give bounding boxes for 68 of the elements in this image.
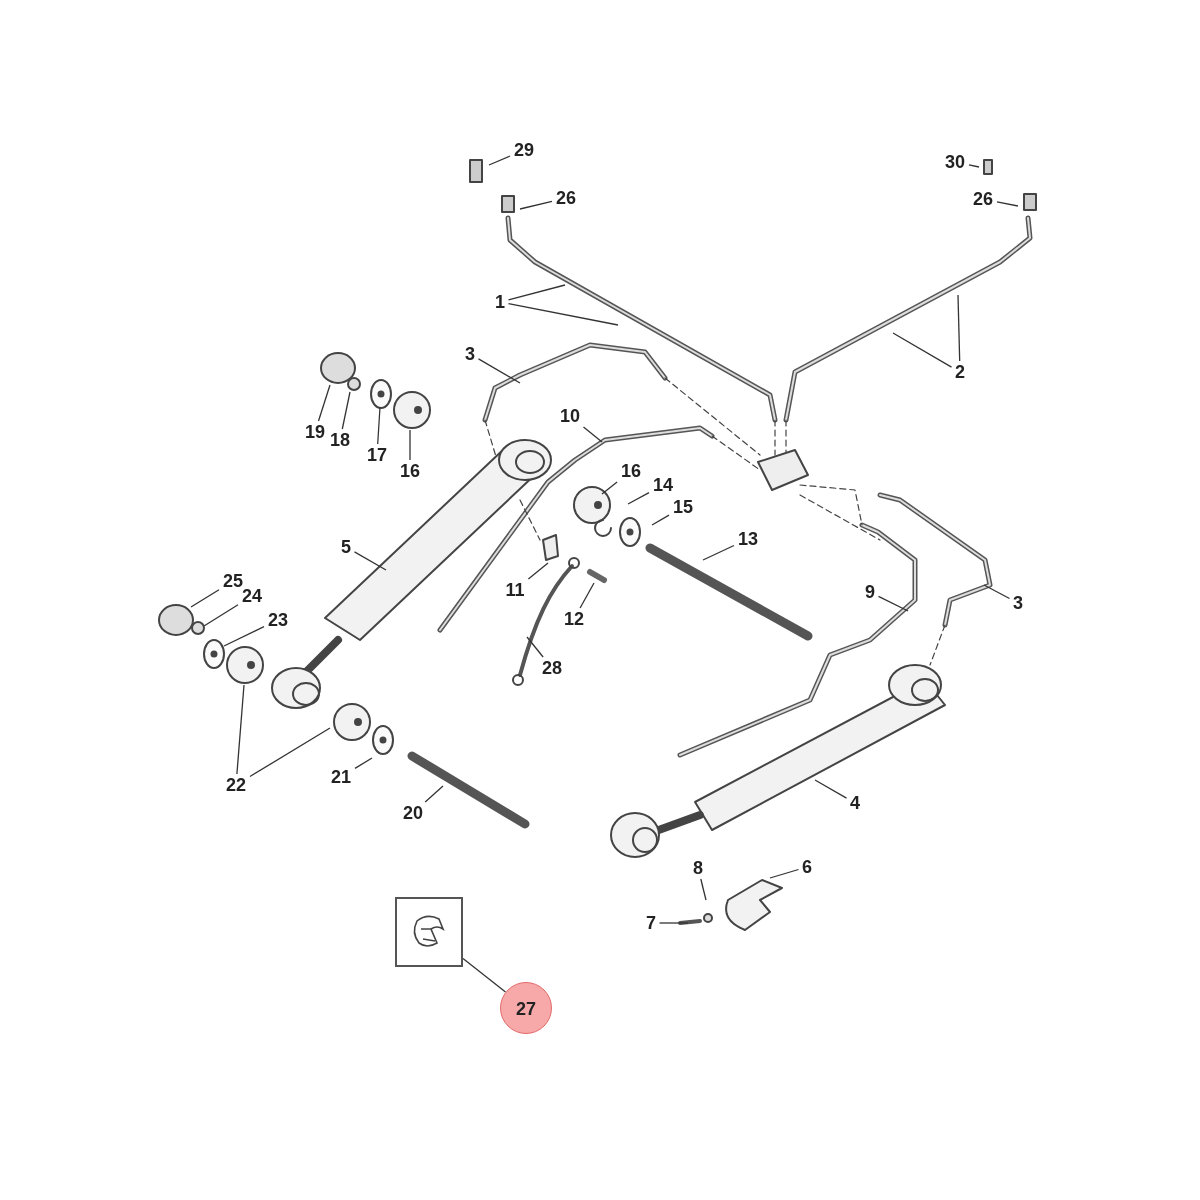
- leader-line: [700, 878, 707, 901]
- leader-line: [877, 595, 909, 612]
- leader-line: [354, 757, 373, 770]
- callout-number: 19: [301, 421, 329, 443]
- leader-line: [317, 384, 331, 422]
- leader-line: [353, 551, 387, 571]
- leader-line: [651, 514, 670, 526]
- leader-line: [249, 727, 331, 778]
- leader-line: [983, 584, 1011, 600]
- callout-number: 16: [396, 460, 424, 482]
- callout-number: 17: [363, 444, 391, 466]
- callout-number: 15: [669, 496, 697, 518]
- callout-number: 16: [617, 460, 645, 482]
- callout-number: 28: [538, 657, 566, 679]
- leader-line: [658, 922, 689, 924]
- leader-line: [488, 155, 511, 166]
- callout-number: 13: [734, 528, 762, 550]
- callout-number: 20: [399, 802, 427, 824]
- leader-line: [409, 429, 411, 461]
- leader-line: [814, 779, 848, 799]
- highlighted-callout-number: 27: [500, 982, 552, 1034]
- inset-picture: [395, 897, 463, 967]
- leader-line: [341, 391, 351, 430]
- callout-number: 9: [861, 581, 879, 603]
- leader-line: [462, 957, 507, 993]
- leader-line: [477, 358, 521, 384]
- leader-line: [190, 589, 220, 608]
- leader-line: [582, 426, 603, 443]
- callout-number: 4: [846, 792, 864, 814]
- leader-line: [223, 626, 265, 647]
- leader-line: [526, 636, 544, 658]
- leader-line: [527, 562, 549, 580]
- callout-number: 1: [491, 291, 509, 313]
- leader-line: [601, 481, 618, 495]
- leader-line: [377, 406, 381, 445]
- callout-number: 6: [798, 856, 816, 878]
- callout-number: 23: [264, 609, 292, 631]
- callout-number: 12: [560, 608, 588, 630]
- callout-number: 2: [951, 361, 969, 383]
- leader-line: [892, 332, 953, 368]
- leader-line: [519, 200, 553, 210]
- callout-number: 14: [649, 474, 677, 496]
- leader-line: [702, 544, 735, 561]
- leader-line: [507, 284, 566, 301]
- leader-line: [627, 491, 650, 505]
- leader-line: [957, 294, 961, 362]
- callout-number: 29: [510, 139, 538, 161]
- leader-line: [769, 868, 800, 879]
- callout-number: 26: [969, 188, 997, 210]
- callout-number: 26: [552, 187, 580, 209]
- callout-number: 22: [222, 774, 250, 796]
- callout-number: 7: [642, 912, 660, 934]
- leader-line: [203, 604, 239, 627]
- callout-number: 8: [689, 857, 707, 879]
- leader-line: [236, 684, 245, 775]
- callout-number: 21: [327, 766, 355, 788]
- callout-number: 11: [501, 579, 529, 601]
- callout-number: 30: [941, 151, 969, 173]
- leader-line: [996, 201, 1019, 207]
- leader-line: [968, 164, 980, 168]
- callout-number: 10: [556, 405, 584, 427]
- leader-line: [424, 785, 444, 803]
- leader-line: [507, 303, 619, 326]
- callout-number: 18: [326, 429, 354, 451]
- leader-line: [579, 582, 595, 609]
- callout-number: 3: [1009, 592, 1027, 614]
- callout-number: 5: [337, 536, 355, 558]
- callout-number: 3: [461, 343, 479, 365]
